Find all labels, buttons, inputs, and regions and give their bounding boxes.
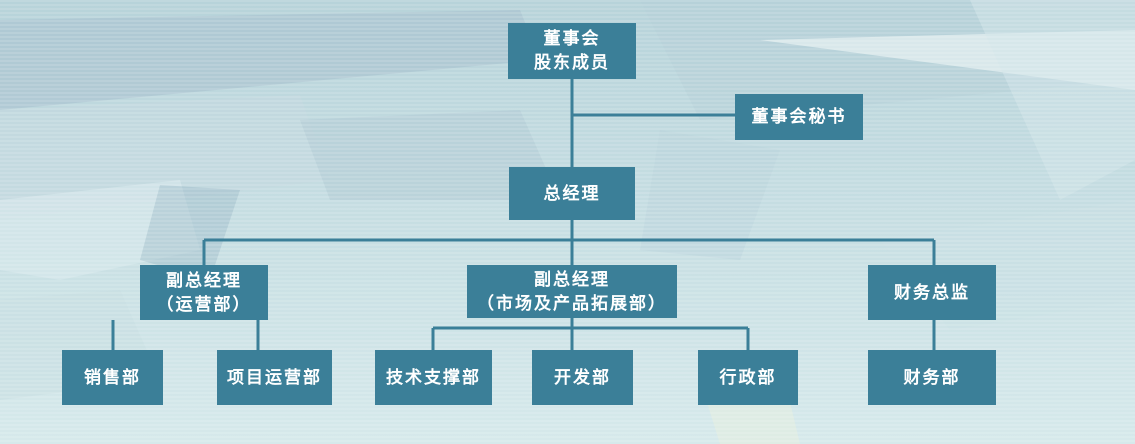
cfo-label: 财务总监 [894,282,970,303]
vp-ops-title: 副总经理 [166,270,242,291]
tech-support-node: 技术支撑部 [375,350,492,405]
secretary-node: 董事会秘书 [735,94,863,140]
sales-node: 销售部 [62,350,163,405]
board-node: 董事会 股东成员 [508,23,636,79]
sales-label: 销售部 [84,367,141,388]
vp-market-node: 副总经理 （市场及产品拓展部） [467,265,677,318]
dev-node: 开发部 [532,350,633,405]
board-label: 董事会 [543,29,601,49]
board-members-label: 股东成员 [534,53,610,73]
project-ops-label: 项目运营部 [227,367,322,388]
dev-label: 开发部 [554,367,611,388]
gm-label: 总经理 [543,183,601,204]
tech-support-label: 技术支撑部 [386,367,481,388]
vp-market-title: 副总经理 [534,269,610,290]
secretary-label: 董事会秘书 [751,107,847,127]
vp-market-dept: （市场及产品拓展部） [477,293,667,314]
finance-node: 财务部 [868,350,996,405]
finance-label: 财务部 [903,367,961,388]
cfo-node: 财务总监 [868,265,996,320]
gm-node: 总经理 [509,167,635,220]
project-ops-node: 项目运营部 [217,350,332,405]
admin-label: 行政部 [719,367,777,388]
vp-ops-node: 副总经理 （运营部） [140,265,268,320]
admin-node: 行政部 [698,350,798,405]
vp-ops-dept: （运营部） [156,294,252,315]
